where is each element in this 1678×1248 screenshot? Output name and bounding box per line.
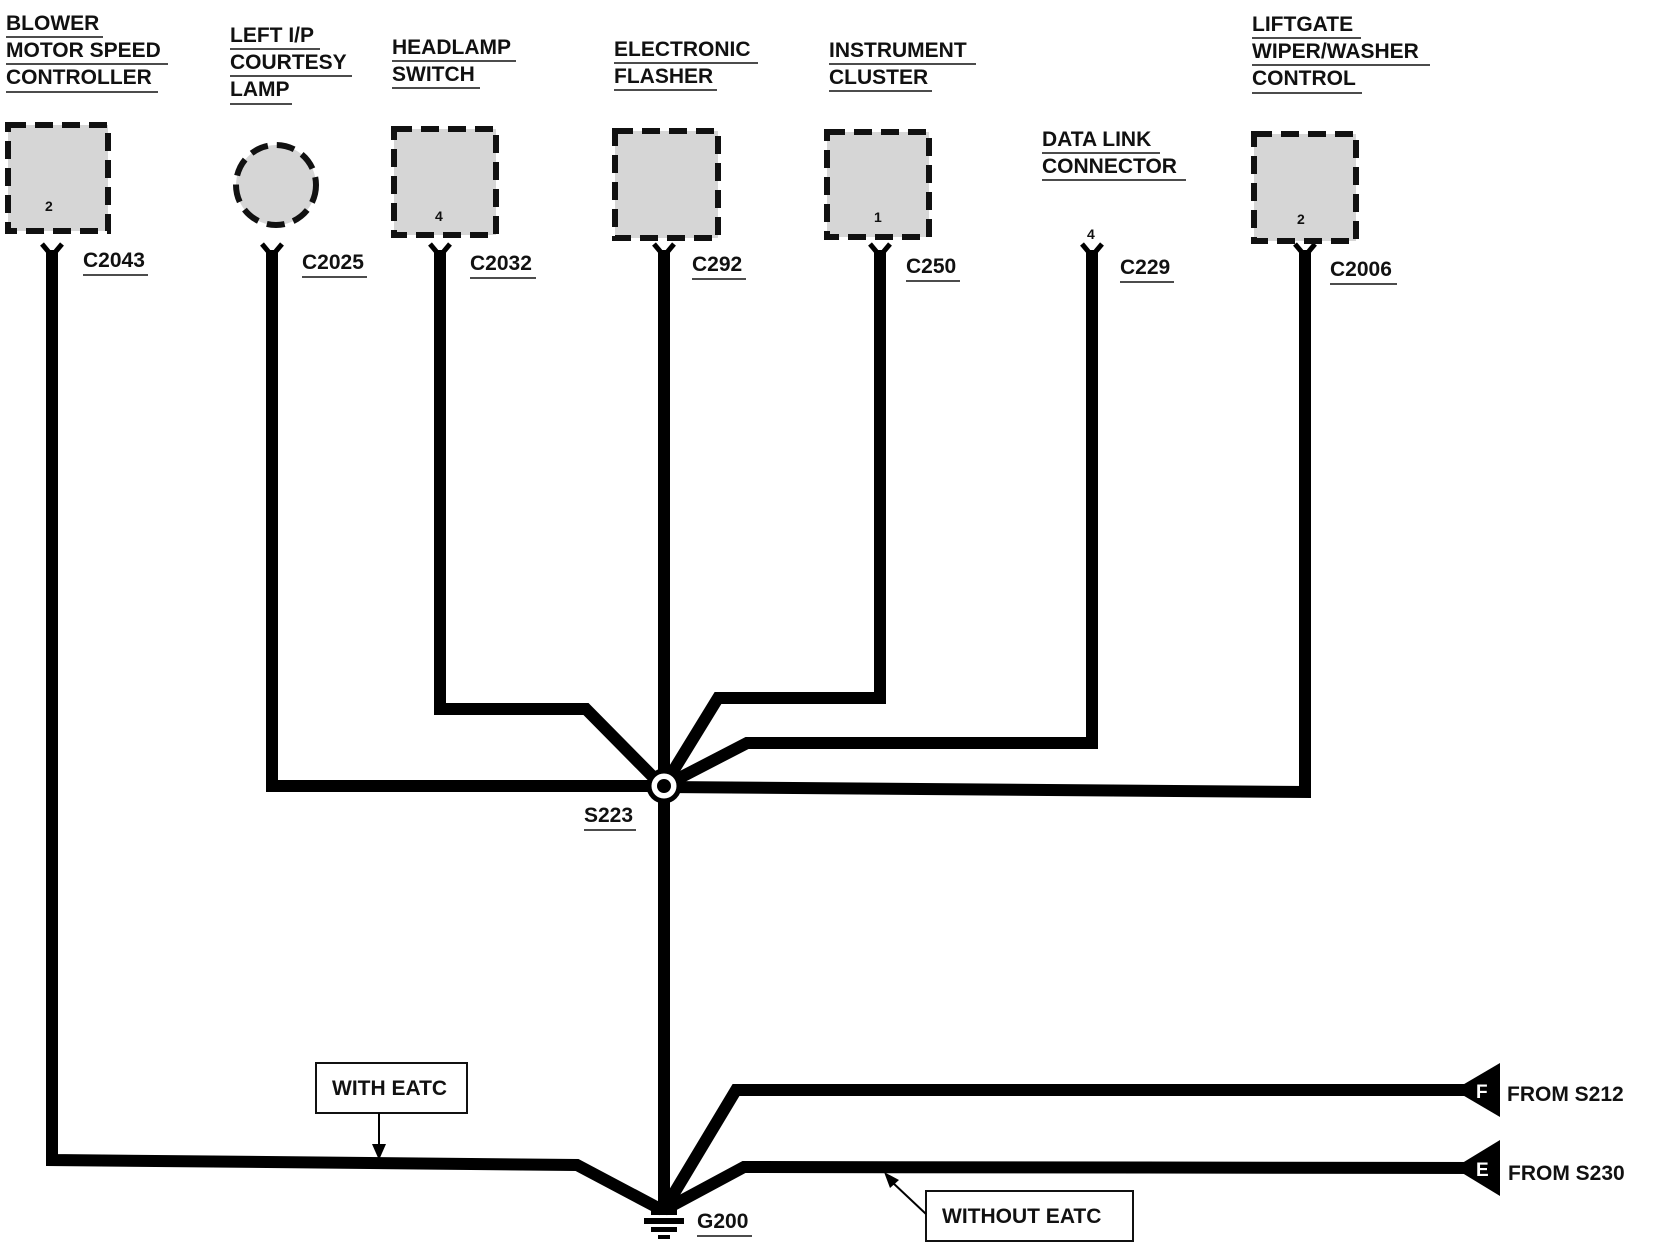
cluster-title-line-2: CLUSTER — [829, 66, 928, 89]
blower-pin-number: 2 — [45, 198, 53, 214]
connector-c250-label: C250 — [906, 255, 956, 278]
with-eatc-note: WITH EATC — [315, 1062, 468, 1160]
connector-c292-label: C292 — [692, 253, 742, 276]
liftgate-title: LIFTGATE WIPER/WASHER CONTROL — [1252, 13, 1430, 94]
wire-liftgate-to-s223 — [663, 250, 1311, 799]
cluster-pin-number: 1 — [874, 209, 882, 225]
source-s212: F FROM S212 — [1454, 1063, 1624, 1117]
pin-c250 — [868, 242, 892, 260]
pin-c2032 — [428, 242, 452, 260]
pin-c2006 — [1293, 242, 1317, 260]
source-f-label: FROM S212 — [1507, 1083, 1624, 1106]
pin-c229 — [1080, 242, 1104, 260]
splice-label: S223 — [584, 804, 633, 827]
ground-bar-3 — [658, 1235, 670, 1239]
headlamp-title: HEADLAMP SWITCH — [392, 36, 516, 89]
flasher-title-line-1: ELECTRONIC — [614, 38, 751, 61]
connector-c2025-label: C2025 — [302, 251, 364, 274]
source-e-label: FROM S230 — [1508, 1162, 1625, 1185]
without-eatc-note: WITHOUT EATC — [884, 1172, 1134, 1242]
courtesy-title-line-1: LEFT I/P — [230, 24, 314, 47]
with-eatc-text: WITH EATC — [332, 1077, 447, 1100]
dlc-title: DATA LINK CONNECTOR — [1042, 128, 1186, 181]
connector-labels: C2043 C2025 C2032 C292 C250 C229 C2006 — [83, 249, 1397, 285]
splice-s223: S223 — [584, 768, 682, 831]
courtesy-title-line-2: COURTESY — [230, 51, 347, 74]
dlc-title-line-2: CONNECTOR — [1042, 155, 1177, 178]
blower-title-line-3: CONTROLLER — [6, 66, 152, 89]
source-s230: E FROM S230 — [1454, 1140, 1625, 1196]
dlc-title-line-1: DATA LINK — [1042, 128, 1151, 151]
blower-title-line-2: MOTOR SPEED — [6, 39, 161, 62]
liftgate-title-line-3: CONTROL — [1252, 67, 1356, 90]
flasher-title: ELECTRONIC FLASHER — [614, 38, 758, 91]
source-f-arrowhead — [1454, 1063, 1500, 1117]
headlamp-switch-component — [391, 126, 499, 238]
with-eatc-box — [315, 1062, 468, 1114]
wire-headlamp-to-s223 — [434, 250, 667, 791]
instrument-cluster-component — [824, 129, 932, 240]
source-e-arrowhead — [1454, 1140, 1500, 1196]
connector-c2043-label: C2043 — [83, 249, 145, 272]
headlamp-pin-number: 4 — [435, 208, 443, 224]
blower-title: BLOWER MOTOR SPEED CONTROLLER — [6, 12, 168, 93]
ground-g200: G200 — [644, 1205, 752, 1239]
splice-dot — [657, 779, 671, 793]
connector-c2006-label: C2006 — [1330, 258, 1392, 281]
ground-label: G200 — [697, 1210, 748, 1233]
without-eatc-text: WITHOUT EATC — [942, 1205, 1101, 1228]
pin-c292 — [652, 242, 676, 260]
ground-stem — [651, 1205, 677, 1215]
left-ip-courtesy-lamp-component — [233, 142, 319, 228]
connector-pins — [40, 242, 1317, 260]
without-eatc-box — [925, 1190, 1134, 1242]
electronic-flasher-component — [612, 128, 721, 241]
source-f-letter: F — [1476, 1082, 1488, 1103]
blower-title-line-1: BLOWER — [6, 12, 99, 35]
with-eatc-arrow — [372, 1144, 386, 1160]
flasher-title-line-2: FLASHER — [614, 65, 713, 88]
headlamp-title-line-1: HEADLAMP — [392, 36, 511, 59]
wire-dlc-to-s223 — [661, 250, 1098, 792]
dlc-pin-number: 4 — [1087, 226, 1095, 242]
wires — [46, 250, 1481, 1216]
connector-c2032-label: C2032 — [470, 252, 532, 275]
liftgate-title-line-2: WIPER/WASHER — [1252, 40, 1419, 63]
ground-bar-2 — [651, 1227, 677, 1232]
wire-blower-to-g200 — [46, 250, 665, 1216]
wire-cluster-to-s223 — [658, 250, 886, 790]
source-e-letter: E — [1476, 1160, 1489, 1181]
wire-s230-to-g200 — [661, 1160, 1481, 1216]
headlamp-title-line-2: SWITCH — [392, 63, 475, 86]
cluster-title-line-1: INSTRUMENT — [829, 39, 967, 62]
wire-s212-to-g200 — [658, 1084, 1480, 1214]
courtesy-title: LEFT I/P COURTESY LAMP — [230, 24, 352, 105]
cluster-title: INSTRUMENT CLUSTER — [829, 39, 976, 92]
wire-courtesy-to-s223 — [266, 250, 662, 792]
ground-bar-1 — [644, 1218, 684, 1224]
blower-motor-speed-controller-component — [5, 122, 111, 234]
pin-c2043 — [40, 242, 64, 260]
liftgate-title-line-1: LIFTGATE — [1252, 13, 1353, 36]
without-eatc-arrow — [884, 1172, 899, 1188]
pin-c2025 — [260, 242, 284, 260]
courtesy-title-line-3: LAMP — [230, 78, 290, 101]
liftgate-wiper-washer-control-component — [1251, 131, 1359, 244]
connector-c229-label: C229 — [1120, 256, 1170, 279]
liftgate-pin-number: 2 — [1297, 211, 1305, 227]
